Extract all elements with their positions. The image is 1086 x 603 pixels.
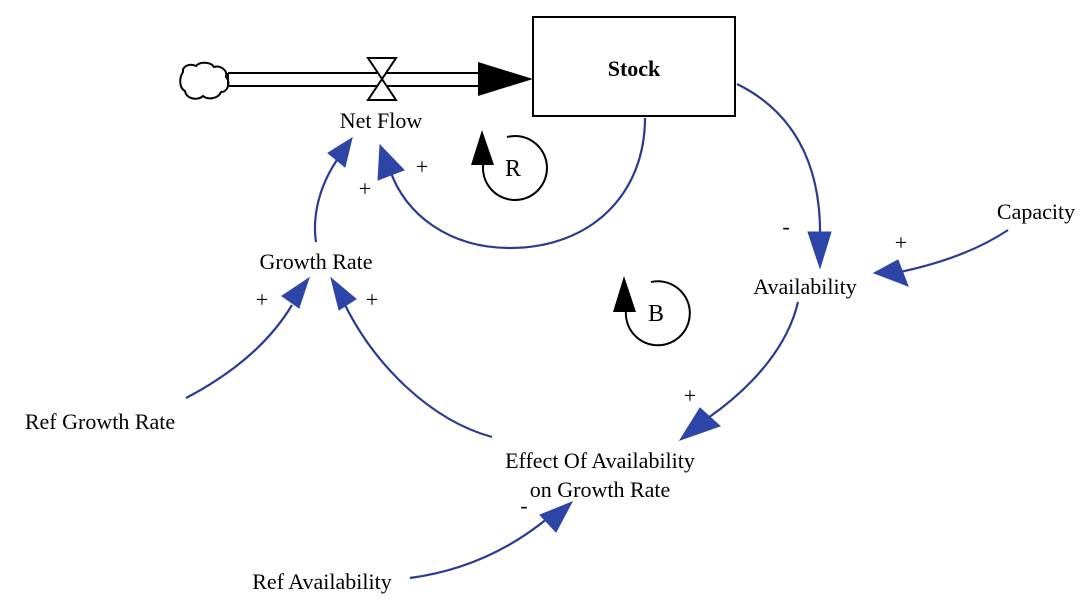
arrowhead-availability-from-stock [807,231,832,270]
variable-ref-availability[interactable]: Ref Availability [252,569,392,594]
variable-effect-of-availability-line1[interactable]: Effect Of Availability [505,448,695,473]
arrowhead-availability-from-capacity [872,259,909,287]
polarity-ref-availability-to-effect: - [520,493,527,518]
polarity-availability-to-effect: + [684,383,696,408]
flow-arrowhead [478,62,533,96]
polarity-growth-to-netflow: + [359,176,371,201]
arrowhead-growth-from-ref [281,276,310,309]
link-stock-to-availability [736,83,822,241]
polarity-stock-to-netflow: + [416,154,428,179]
link-availability-to-effect [707,301,800,419]
arrowhead-growth-from-effect [330,276,357,311]
variable-growth-rate[interactable]: Growth Rate [259,249,372,274]
polarity-ref-growth-to-growth: + [256,287,268,312]
link-ref-availability-to-effect [409,517,549,580]
stock-box[interactable] [532,16,736,117]
variable-ref-growth-rate[interactable]: Ref Growth Rate [25,409,175,434]
link-growth-to-netflow [313,159,338,243]
variable-effect-of-availability-line2[interactable]: on Growth Rate [530,477,671,502]
polarity-capacity-to-availability: + [895,230,907,255]
loop-marker-balancing: B [613,276,691,347]
loop-marker-reinforcing: R [471,130,548,201]
arrowhead-effect-from-ref-availability [539,501,574,533]
polarity-stock-to-availability: - [782,214,789,239]
stock-label: Stock [608,56,661,81]
link-effect-to-growth [344,304,493,439]
source-cloud-icon [179,61,230,100]
arrowhead-netflow-from-stock [377,143,405,181]
variable-net-flow[interactable]: Net Flow [340,108,423,133]
flow-pipe [227,72,482,87]
svg-text:B: B [648,301,664,327]
link-stock-to-netflow [388,117,647,250]
link-ref-growth-to-growth [185,304,293,399]
arrowhead-effect-from-availability [678,407,721,441]
variable-availability[interactable]: Availability [753,274,856,299]
flow-valve-icon [366,57,398,101]
link-capacity-to-availability [894,229,1009,275]
variable-capacity[interactable]: Capacity [997,199,1075,224]
polarity-effect-to-growth: + [366,287,378,312]
svg-text:R: R [505,156,521,182]
arrowhead-netflow-from-growth [327,136,353,168]
